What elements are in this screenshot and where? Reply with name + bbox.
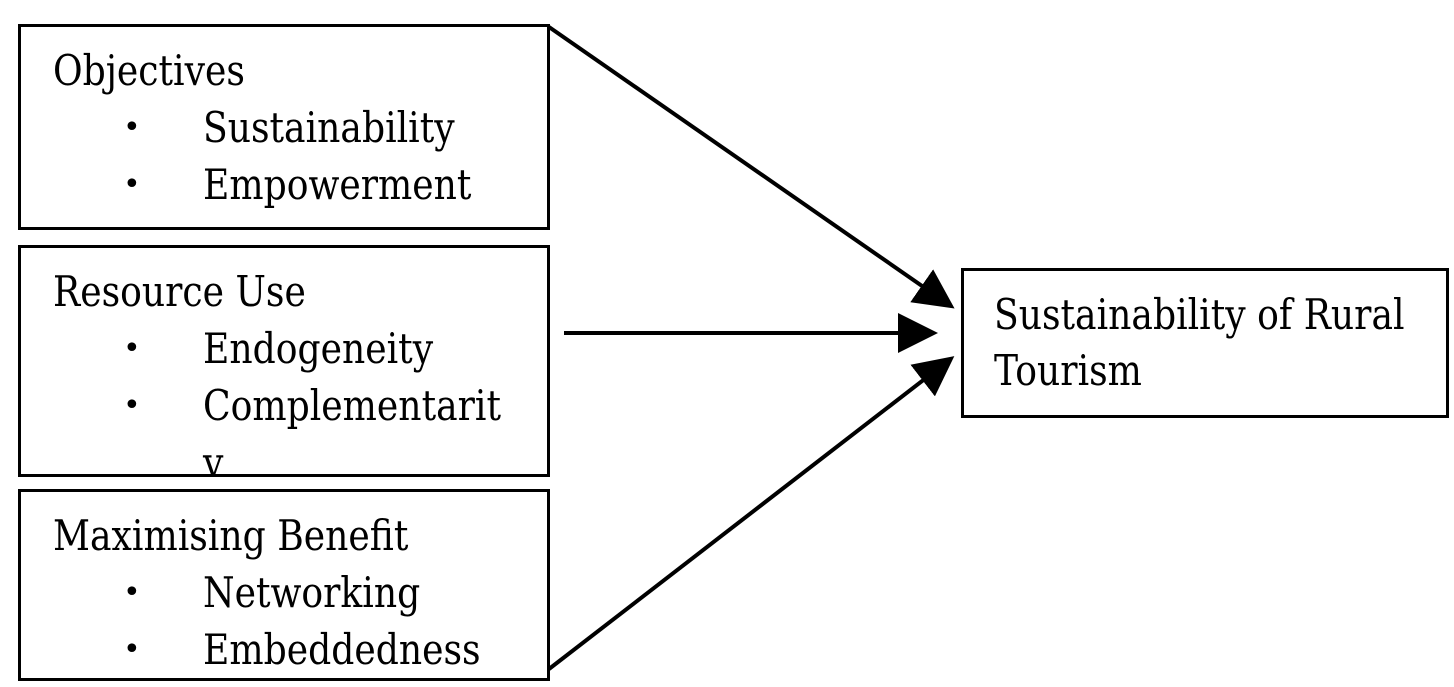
bullet-icon: • xyxy=(123,632,141,667)
list-item: • Sustainability xyxy=(21,99,547,156)
bullet-icon: • xyxy=(123,110,141,145)
objectives-box: Objectives • Sustainability • Empowermen… xyxy=(18,24,550,230)
maximising-benefit-item-networking: Networking xyxy=(203,568,421,617)
resource-use-list: • Endogeneity • Complementarit y xyxy=(21,320,547,477)
objectives-item-empowerment: Empowerment xyxy=(203,160,472,209)
maximising-benefit-box: Maximising Benefit • Networking • Embedd… xyxy=(18,489,550,681)
resource-use-title: Resource Use xyxy=(53,267,306,316)
resource-use-item-wrap: y xyxy=(203,438,224,477)
maximising-benefit-item-embeddedness: Embeddedness xyxy=(203,625,481,674)
bullet-icon: • xyxy=(123,167,141,202)
target-label-line1: Sustainability of Rural xyxy=(994,290,1405,339)
target-box: Sustainability of Rural Tourism xyxy=(961,268,1449,418)
list-item-continuation: y xyxy=(21,434,547,477)
resource-use-box: Resource Use • Endogeneity • Complementa… xyxy=(18,245,550,477)
maximising-benefit-list: • Networking • Embeddedness xyxy=(21,564,547,678)
resource-use-item-complementarity: Complementarit xyxy=(203,381,501,430)
bullet-icon: • xyxy=(123,331,141,366)
resource-use-item-endogeneity: Endogeneity xyxy=(203,324,434,373)
target-label: Sustainability of Rural Tourism xyxy=(994,287,1424,399)
arrow-benefit-to-target xyxy=(547,356,955,671)
objectives-title: Objectives xyxy=(53,46,245,95)
arrow-objectives-to-target xyxy=(547,25,955,309)
list-item: • Networking xyxy=(21,564,547,621)
objectives-item-sustainability: Sustainability xyxy=(203,103,455,152)
objectives-list: • Sustainability • Empowerment xyxy=(21,99,547,213)
bullet-icon: • xyxy=(123,388,141,423)
list-item: • Endogeneity xyxy=(21,320,547,377)
maximising-benefit-title: Maximising Benefit xyxy=(53,511,409,560)
bullet-icon: • xyxy=(123,575,141,610)
list-item: • Complementarit xyxy=(21,377,547,434)
target-label-line2: Tourism xyxy=(994,346,1142,395)
list-item: • Embeddedness xyxy=(21,621,547,678)
list-item: • Empowerment xyxy=(21,156,547,213)
